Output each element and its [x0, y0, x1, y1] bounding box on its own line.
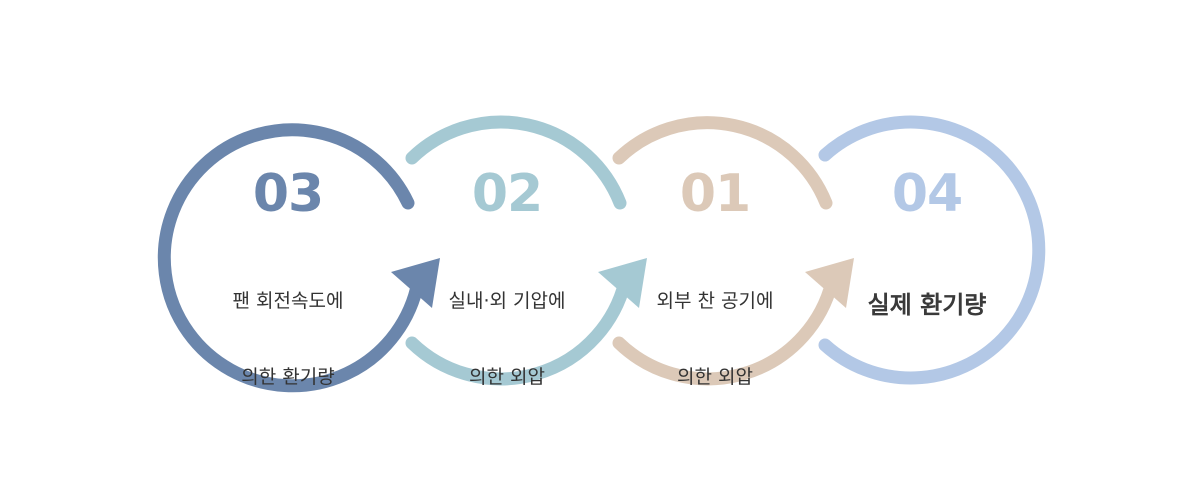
step-01: 01 외부 찬 공기에 의한 외압 — [600, 168, 830, 434]
step-description: 실제 환기량 — [812, 248, 1042, 362]
cycle-arc-04 — [818, 115, 1046, 385]
step-description-line: 팬 회전속도에 — [232, 290, 344, 312]
step-number: 01 — [679, 164, 751, 224]
step-description-line: 의한 외압 — [677, 366, 753, 388]
arrow-head-01 — [805, 258, 854, 308]
step-description-line: 실제 환기량 — [867, 291, 987, 319]
step-description: 외부 찬 공기에 의한 외압 — [600, 244, 830, 434]
step-description-line: 의한 외압 — [469, 366, 545, 388]
arrow-head-03 — [391, 258, 440, 308]
step-description-line: 실내·외 기압에 — [448, 290, 566, 312]
step-description: 팬 회전속도에 의한 환기량 — [173, 244, 403, 434]
cycle-arc-03 — [157, 123, 425, 393]
step-number: 04 — [891, 164, 963, 224]
cycle-arc-02-top — [405, 115, 627, 210]
step-description-line: 의한 환기량 — [241, 366, 335, 388]
step-02: 02 실내·외 기압에 의한 외압 — [392, 168, 622, 434]
step-03: 03 팬 회전속도에 의한 환기량 — [173, 168, 403, 434]
step-04: 04 실제 환기량 — [812, 168, 1042, 362]
arrow-head-02 — [598, 258, 647, 308]
cycle-arc-01-bottom — [612, 275, 839, 386]
cycle-arc-02-bottom — [405, 275, 632, 386]
step-description: 실내·외 기압에 의한 외압 — [392, 244, 622, 434]
step-number: 03 — [252, 164, 324, 224]
step-description-line: 외부 찬 공기에 — [656, 290, 774, 312]
step-number: 02 — [471, 164, 543, 224]
cycle-arc-01-top — [612, 116, 833, 210]
